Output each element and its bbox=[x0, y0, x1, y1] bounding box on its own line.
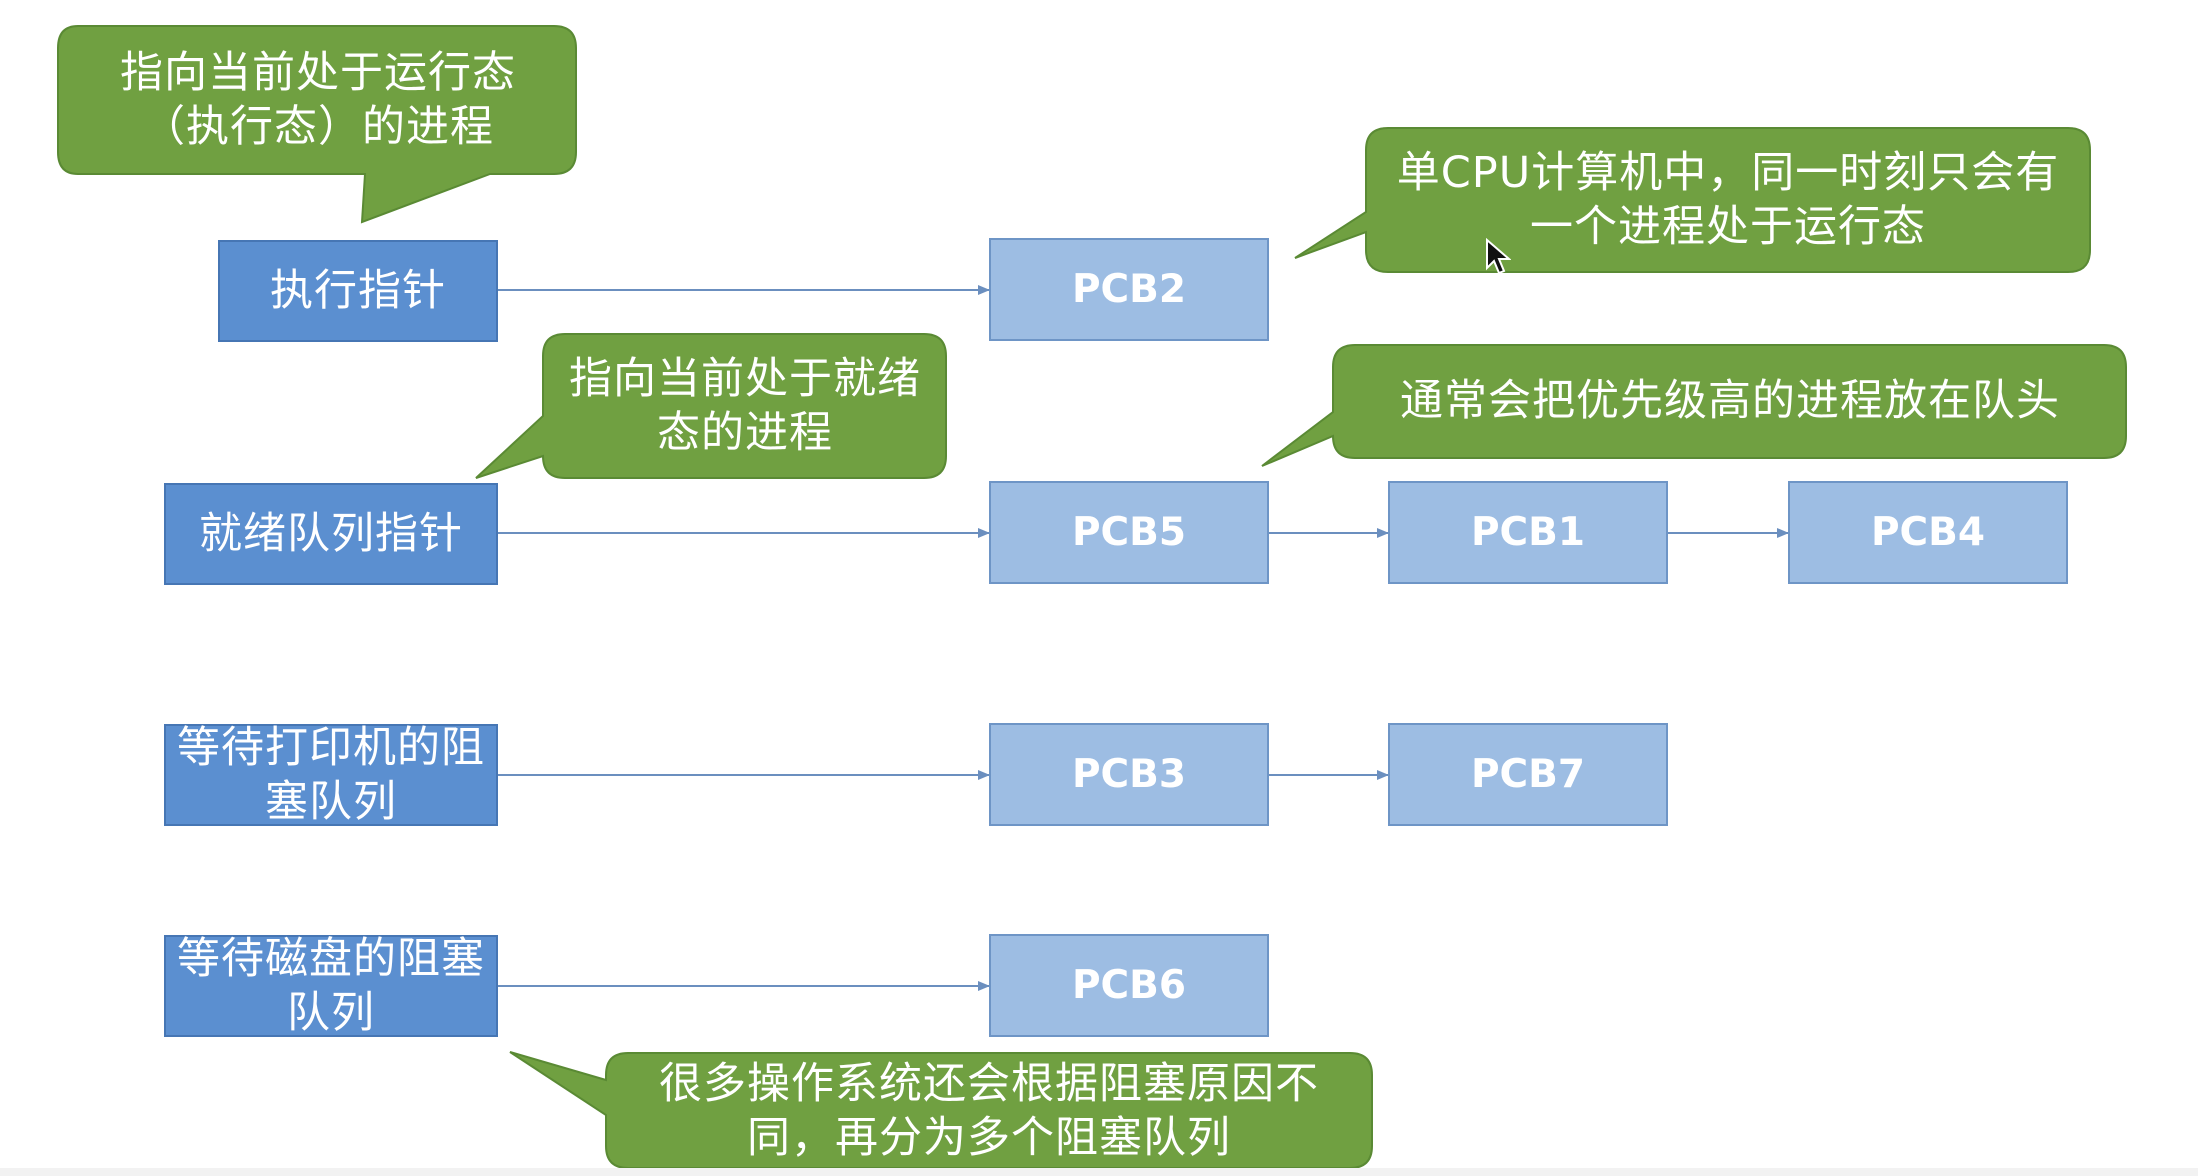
pcb1-box: PCB1 bbox=[1388, 481, 1668, 584]
disk-block-queue-label: 等待磁盘的阻塞队列 bbox=[177, 934, 485, 1038]
ready-queue-pointer: 就绪队列指针 bbox=[164, 483, 498, 585]
bottom-edge-bar bbox=[0, 1168, 2198, 1176]
block-note: 很多操作系统还会根据阻塞原因不同，再分为多个阻塞队列 bbox=[630, 1056, 1348, 1166]
pcb7-label: PCB7 bbox=[1470, 752, 1586, 797]
pcb2-box: PCB2 bbox=[989, 238, 1269, 341]
pcb3-box: PCB3 bbox=[989, 723, 1269, 826]
block-note-text: 很多操作系统还会根据阻塞原因不同，再分为多个阻塞队列 bbox=[659, 1059, 1319, 1163]
exec-pointer-label: 执行指针 bbox=[270, 266, 446, 316]
pcb1-label: PCB1 bbox=[1470, 510, 1586, 555]
exec-note: 指向当前处于运行态（执行态）的进程 bbox=[88, 34, 548, 166]
callout-single-cpu-shape bbox=[1294, 127, 2091, 273]
printer-block-queue-label: 等待打印机的阻塞队列 bbox=[177, 723, 485, 827]
pcb6-box: PCB6 bbox=[989, 934, 1269, 1037]
exec-note-text: 指向当前处于运行态（执行态）的进程 bbox=[120, 48, 516, 152]
exec-pointer: 执行指针 bbox=[218, 240, 498, 342]
pcb2-label: PCB2 bbox=[1071, 267, 1187, 312]
callout-priority-shape bbox=[1261, 344, 2127, 467]
pcb3-label: PCB3 bbox=[1071, 752, 1187, 797]
disk-block-queue-pointer: 等待磁盘的阻塞队列 bbox=[164, 934, 498, 1038]
callout-exec-shape bbox=[57, 25, 577, 224]
priority-note-text: 通常会把优先级高的进程放在队头 bbox=[1400, 376, 2060, 426]
pcb4-label: PCB4 bbox=[1870, 510, 1986, 555]
ready-note: 指向当前处于就绪态的进程 bbox=[560, 340, 930, 472]
single-cpu-note: 单CPU计算机中，同一时刻只会有一个进程处于运行态 bbox=[1390, 134, 2066, 266]
pcb5-label: PCB5 bbox=[1071, 510, 1187, 555]
pcb6-label: PCB6 bbox=[1071, 963, 1187, 1008]
pcb7-box: PCB7 bbox=[1388, 723, 1668, 826]
priority-note: 通常会把优先级高的进程放在队头 bbox=[1350, 348, 2110, 454]
callout-block-shape bbox=[509, 1051, 1373, 1169]
callout-ready-shape bbox=[475, 333, 947, 479]
pcb4-box: PCB4 bbox=[1788, 481, 2068, 584]
ready-queue-pointer-label: 就绪队列指针 bbox=[199, 509, 463, 559]
mouse-cursor-icon bbox=[1486, 238, 1511, 275]
ready-note-text: 指向当前处于就绪态的进程 bbox=[569, 354, 921, 458]
printer-block-queue-pointer: 等待打印机的阻塞队列 bbox=[164, 723, 498, 827]
single-cpu-note-text: 单CPU计算机中，同一时刻只会有一个进程处于运行态 bbox=[1396, 148, 2060, 252]
pcb5-box: PCB5 bbox=[989, 481, 1269, 584]
